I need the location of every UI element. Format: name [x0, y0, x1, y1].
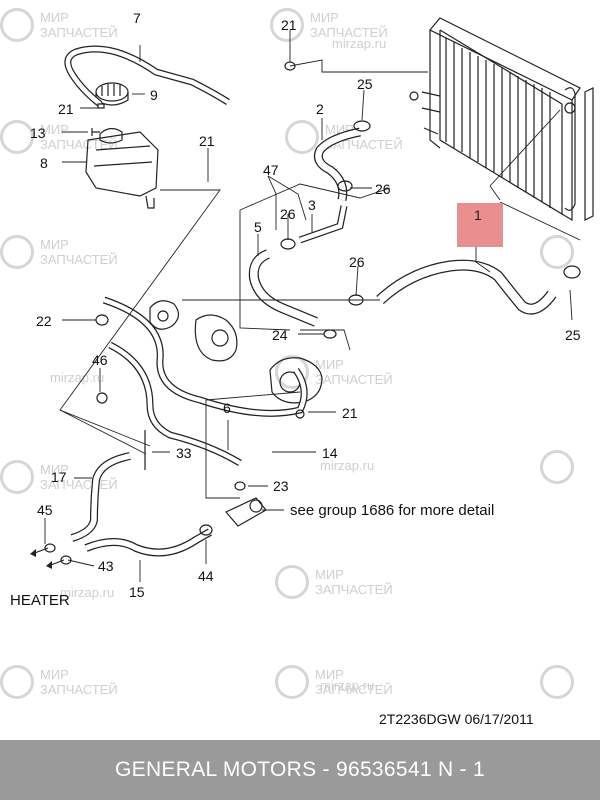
callout-number: 33: [176, 445, 192, 461]
map-pin-icon: [275, 565, 309, 599]
arrow-left-icon: [30, 549, 36, 557]
watermark-url: mirzap.ru: [50, 370, 105, 385]
see-group-note: see group 1686 for more detail: [290, 502, 495, 519]
arrow-left-icon: [46, 561, 52, 569]
callout-number: 23: [273, 478, 289, 494]
map-pin-icon: [275, 665, 309, 699]
callout-number: 26: [280, 206, 296, 222]
watermark-url: mirzap.ru: [320, 458, 375, 473]
map-pin-icon: [540, 665, 574, 699]
drawing-code-date: 2T2236DGW 06/17/2011: [379, 711, 534, 727]
thermostat-housing: [149, 300, 238, 362]
map-pin-icon: [0, 235, 34, 269]
callout-number: 6: [223, 400, 231, 416]
footer-bar: GENERAL MOTORS - 96536541 N - 1: [0, 740, 600, 800]
callout-number: 25: [565, 327, 581, 343]
radiator: [409, 17, 594, 222]
diagram-drawing: [30, 17, 594, 582]
watermark-url: mirzap.ru: [320, 678, 375, 693]
callout-number: 13: [30, 125, 46, 141]
watermark: [540, 235, 580, 269]
map-pin-icon: [0, 665, 34, 699]
callout-number: 3: [308, 197, 316, 213]
callout-number: 21: [281, 17, 297, 33]
map-pin-icon: [285, 120, 319, 154]
map-pin-icon: [275, 355, 309, 389]
coolant-reservoir: [85, 127, 159, 209]
callout-number: 21: [58, 101, 74, 117]
callout-number: 14: [322, 445, 338, 461]
callout-number: 15: [129, 584, 145, 600]
watermark: [540, 665, 580, 699]
map-pin-icon: [0, 8, 34, 42]
highlighted-part-box: [457, 203, 503, 247]
callout-number: 26: [375, 181, 391, 197]
callout-number: 8: [40, 155, 48, 171]
callout-number: 21: [342, 405, 358, 421]
watermark: [540, 450, 580, 484]
callout-number: 26: [349, 254, 365, 270]
watermark-url: mirzap.ru: [332, 36, 387, 51]
map-pin-icon: [270, 8, 304, 42]
map-pin-icon: [0, 460, 34, 494]
callout-number: 43: [98, 558, 114, 574]
callout-number: 5: [254, 219, 262, 235]
callout-number: 45: [37, 502, 53, 518]
callout-number: 21: [199, 133, 215, 149]
footer-part-number: GENERAL MOTORS - 96536541 N - 1: [115, 758, 485, 781]
callout-number: 22: [36, 313, 52, 329]
map-pin-icon: [540, 235, 574, 269]
callout-number: 47: [263, 162, 279, 178]
heater-label: HEATER: [10, 592, 70, 609]
throttle-body: [269, 357, 323, 404]
callout-number: 46: [92, 352, 108, 368]
highlighted-part-number: 1: [474, 207, 482, 223]
callout-number: 9: [150, 87, 158, 103]
callout-number: 17: [51, 469, 67, 485]
callout-number: 24: [272, 327, 288, 343]
callout-number: 2: [316, 101, 324, 117]
watermark-url: mirzap.ru: [60, 585, 115, 600]
map-pin-icon: [0, 120, 34, 154]
callout-number: 44: [198, 568, 214, 584]
callout-number: 25: [357, 76, 373, 92]
callout-number: 7: [133, 10, 141, 26]
hose-clamps: [44, 61, 581, 565]
map-pin-icon: [540, 450, 574, 484]
